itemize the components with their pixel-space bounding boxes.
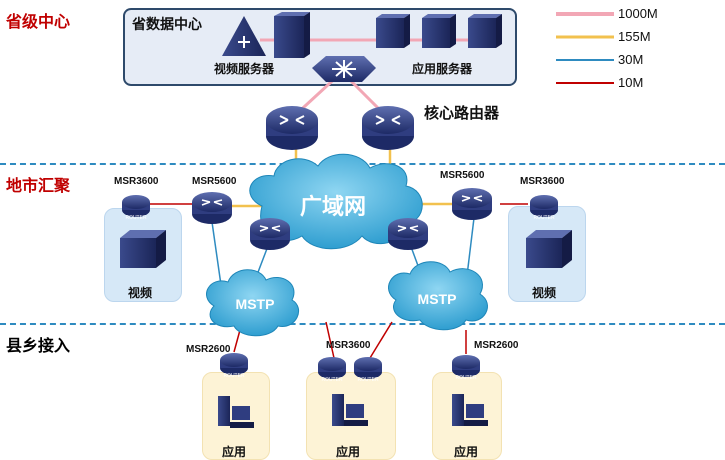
legend-label-155m: 155M — [618, 29, 651, 44]
site-label-video-left: 视频 — [128, 286, 153, 300]
label-msr2600-left: MSR2600 — [186, 344, 231, 355]
video-server-tower-icon — [274, 12, 310, 58]
core-switch-icon — [312, 56, 376, 82]
links-30m — [211, 217, 475, 293]
core-router-right-icon — [362, 106, 414, 150]
wan-cloud — [249, 153, 423, 250]
links-10m — [148, 203, 528, 359]
site-label-app-mid: 应用 — [336, 445, 361, 459]
legend-lines — [556, 12, 614, 84]
app-server-3-icon — [468, 14, 502, 48]
mstp-label-left: MSTP — [236, 296, 275, 312]
mstp-cloud-right — [388, 261, 488, 331]
datacenter-title: 省数据中心 — [132, 16, 202, 32]
router-badge-3: ROUTER — [223, 373, 245, 379]
tier-label-province: 省级中心 — [6, 14, 71, 31]
tier-label-county: 县乡接入 — [6, 338, 71, 355]
router-wan-left-icon — [250, 218, 290, 250]
router-msr3600-left-icon — [122, 195, 150, 217]
app-site-left-computer-icon — [218, 396, 254, 428]
app-site-mid-computer-icon — [332, 394, 368, 426]
tier-label-city: 地市汇聚 — [6, 178, 71, 195]
router-badge-6: ROUTER — [455, 375, 477, 381]
legend-label-10m: 10M — [618, 75, 644, 90]
video-server-pyramid-icon — [222, 16, 266, 56]
router-msr3600-mid-b-icon — [354, 357, 382, 379]
video-server-label: 视频服务器 — [214, 62, 275, 76]
link-county-mid-b — [369, 321, 393, 359]
router-msr5600-right-icon — [452, 188, 492, 220]
video-site-right-server-icon — [526, 230, 572, 268]
label-msr2600-right: MSR2600 — [474, 340, 519, 351]
label-msr3600-mid: MSR3600 — [326, 340, 371, 351]
legend-label-30m: 30M — [618, 52, 644, 67]
mstp-label-right: MSTP — [418, 291, 457, 307]
router-badge-2: ROUTER — [533, 215, 555, 221]
video-site-left-server-icon — [120, 230, 166, 268]
site-label-app-right: 应用 — [454, 445, 479, 459]
router-badge-5: ROUTER — [357, 377, 379, 383]
app-server-2-icon — [422, 14, 456, 48]
router-msr2600-left-icon — [220, 353, 248, 375]
core-router-left-icon — [266, 106, 318, 150]
router-msr2600-right-icon — [452, 355, 480, 377]
link-county-left — [233, 329, 241, 353]
app-server-1-icon — [376, 14, 410, 48]
label-msr3600-right: MSR3600 — [520, 176, 565, 187]
label-msr5600-right: MSR5600 — [440, 170, 485, 181]
link-msr5600-left-mstp — [211, 221, 223, 293]
router-badge-1: ROUTER — [125, 215, 147, 221]
router-msr3600-mid-a-icon — [318, 357, 346, 379]
label-msr3600-left: MSR3600 — [114, 176, 159, 187]
router-msr5600-left-icon — [192, 192, 232, 224]
router-msr3600-right-icon — [530, 195, 558, 217]
router-wan-right-icon — [388, 218, 428, 250]
site-label-video-right: 视频 — [532, 286, 557, 300]
app-server-label: 应用服务器 — [412, 62, 473, 76]
wan-label: 广域网 — [300, 194, 366, 219]
core-router-label: 核心路由器 — [424, 105, 500, 122]
app-site-right-computer-icon — [452, 394, 488, 426]
mstp-cloud-left — [206, 269, 299, 337]
tier-separator-2 — [0, 323, 725, 325]
router-badge-4: ROUTER — [321, 377, 343, 383]
legend-label-1000m: 1000M — [618, 6, 658, 21]
label-msr5600-left: MSR5600 — [192, 176, 237, 187]
site-label-app-left: 应用 — [222, 445, 247, 459]
link-county-mid-a — [325, 321, 335, 359]
